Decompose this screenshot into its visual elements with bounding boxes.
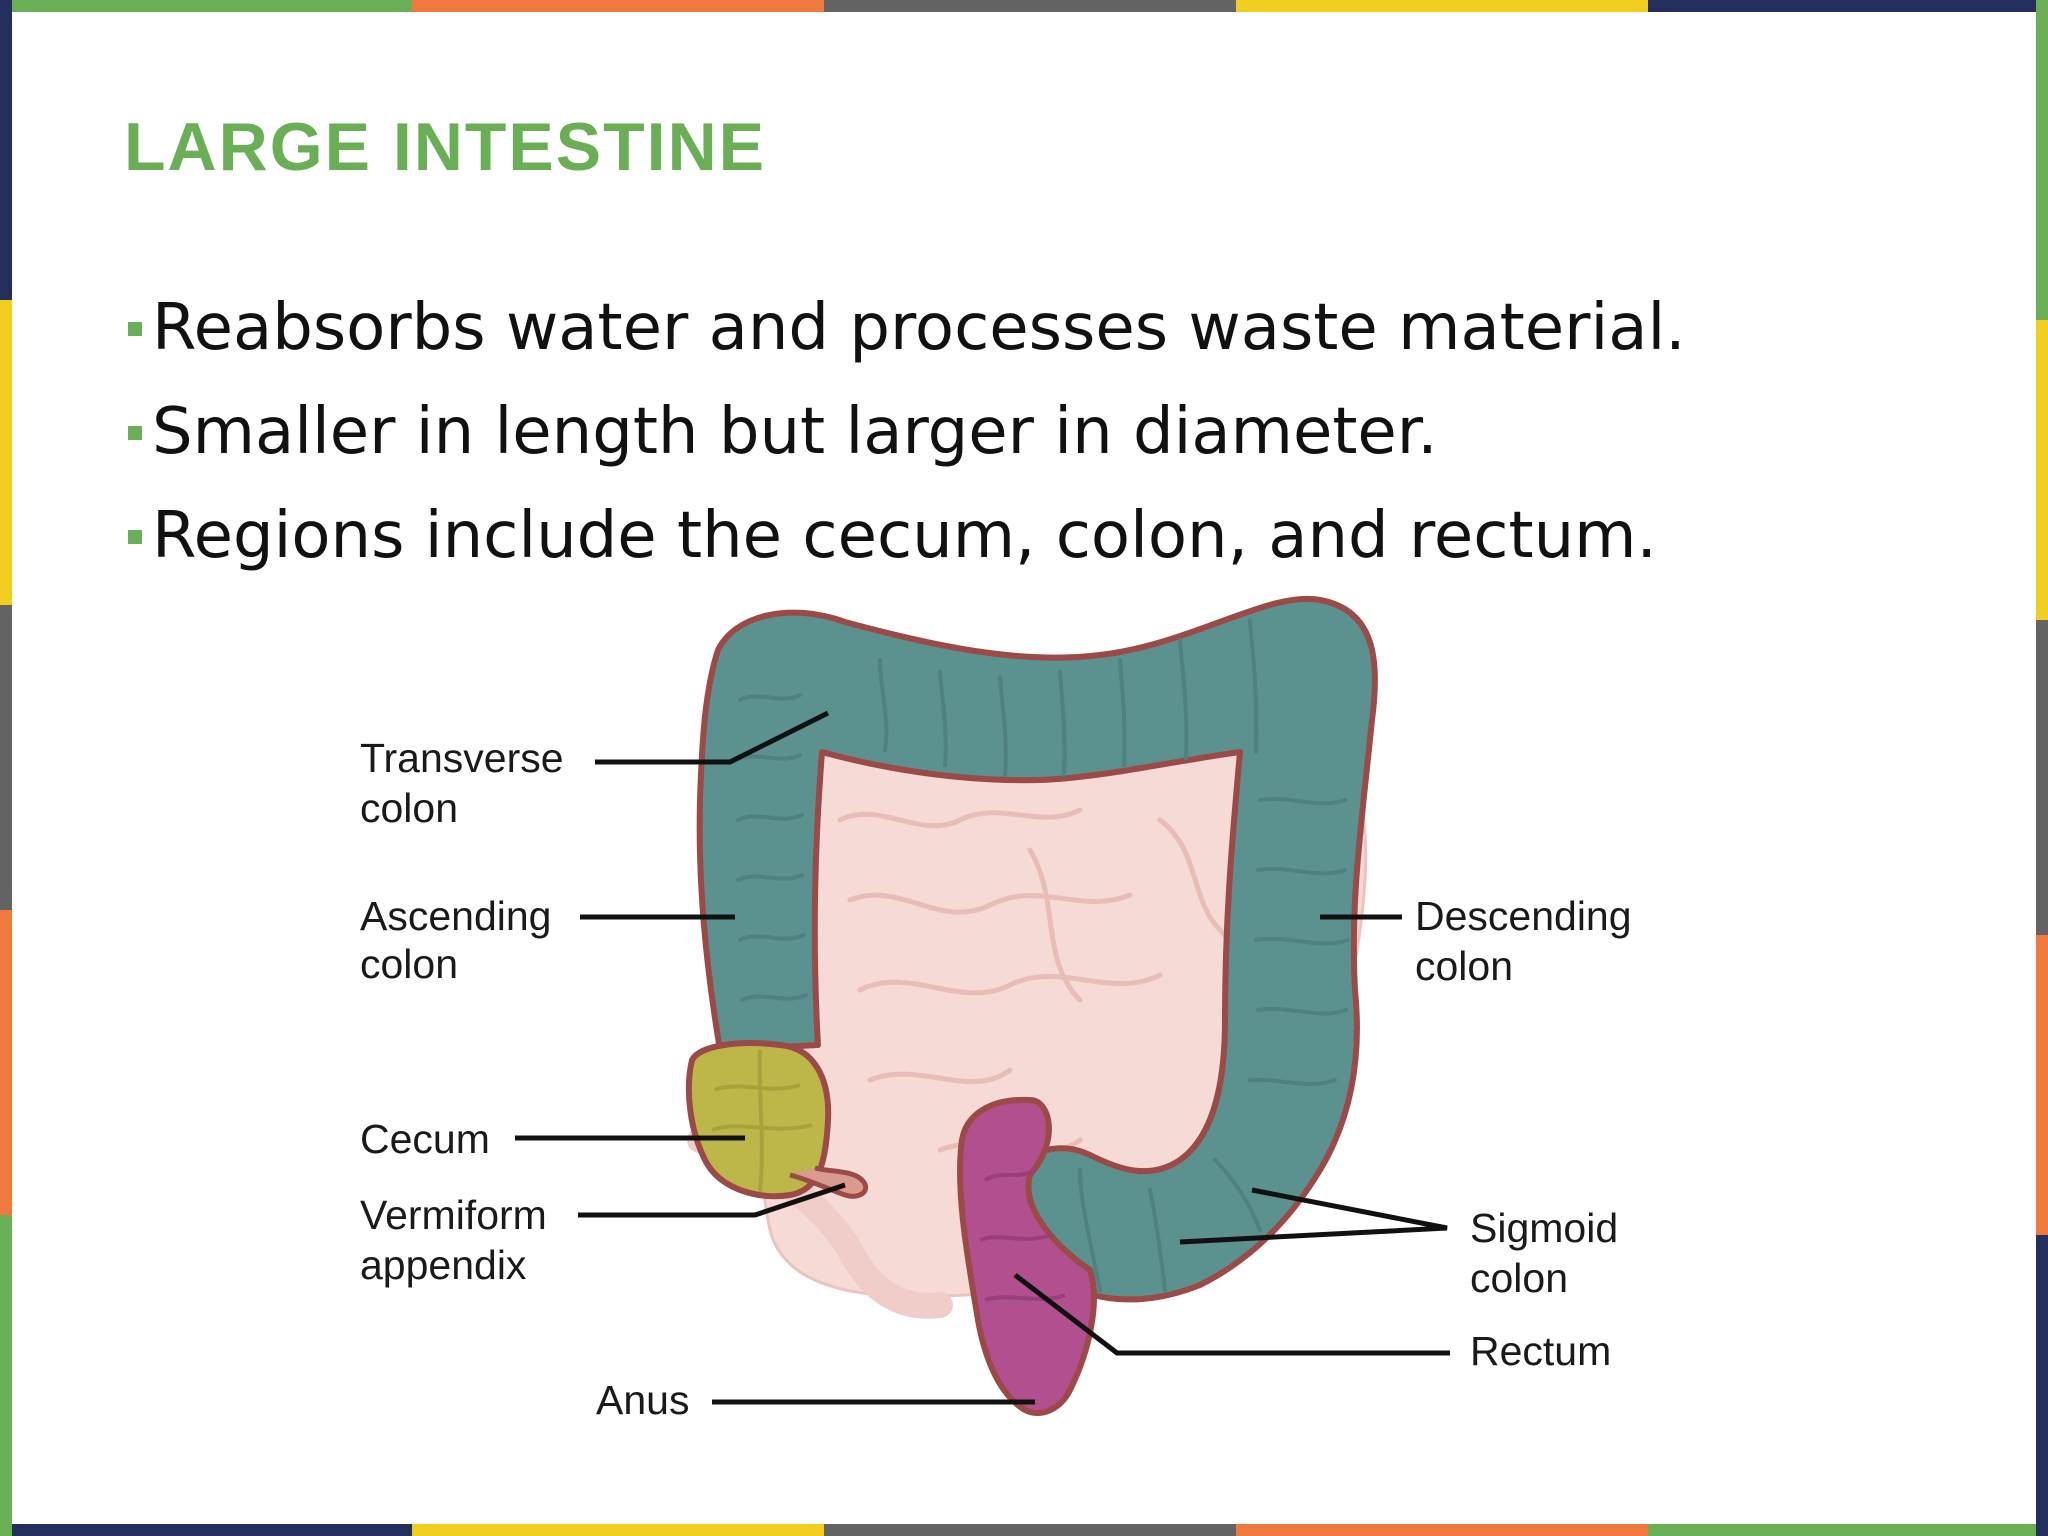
frame-segment bbox=[412, 1524, 824, 1536]
frame-segment bbox=[0, 1215, 12, 1536]
frame-segment bbox=[1236, 1524, 1648, 1536]
frame-segment bbox=[0, 1524, 412, 1536]
frame-segment bbox=[1236, 0, 1648, 12]
frame-segment bbox=[824, 1524, 1236, 1536]
leader-lines bbox=[515, 710, 1450, 1405]
frame-segment bbox=[0, 605, 12, 910]
bullet-item: Regions include the cecum, colon, and re… bbox=[124, 492, 1686, 596]
bullet-item: Smaller in length but larger in diameter… bbox=[124, 388, 1686, 492]
frame-segment bbox=[2036, 620, 2048, 935]
rectum-illustration bbox=[957, 1096, 1097, 1417]
bullet-square-icon bbox=[128, 426, 142, 440]
frame-segment bbox=[0, 0, 412, 12]
bullet-text: Smaller in length but larger in diameter… bbox=[152, 395, 1438, 469]
frame-segment bbox=[2036, 935, 2048, 1235]
bullet-square-icon bbox=[128, 530, 142, 544]
bullet-item: Reabsorbs water and processes waste mate… bbox=[124, 284, 1686, 388]
label-rectum: Rectum bbox=[1470, 1328, 1611, 1374]
frame-segment bbox=[1648, 0, 2048, 12]
right-frame-bar bbox=[2036, 0, 2048, 1536]
bullet-text: Regions include the cecum, colon, and re… bbox=[152, 499, 1657, 573]
frame-segment bbox=[0, 300, 12, 605]
label-anus: Anus bbox=[596, 1377, 689, 1423]
label-cecum: Cecum bbox=[360, 1116, 490, 1162]
leader-line bbox=[578, 1182, 846, 1218]
frame-segment bbox=[2036, 0, 2048, 320]
appendix-illustration bbox=[789, 1165, 869, 1199]
leader-line bbox=[1013, 1273, 1450, 1356]
bullet-text: Reabsorbs water and processes waste mate… bbox=[152, 291, 1686, 365]
bullet-list: Reabsorbs water and processes waste mate… bbox=[124, 284, 1686, 596]
left-frame-bar bbox=[0, 0, 12, 1536]
frame-segment bbox=[1648, 1524, 2048, 1536]
frame-segment bbox=[0, 910, 12, 1215]
frame-segment bbox=[0, 0, 12, 300]
frame-segment bbox=[412, 0, 824, 12]
leader-line bbox=[1179, 1187, 1448, 1245]
slide-title: LARGE INTESTINE bbox=[124, 109, 767, 185]
frame-segment bbox=[2036, 1235, 2048, 1536]
bullet-square-icon bbox=[128, 322, 142, 336]
leader-line bbox=[595, 710, 830, 765]
bottom-frame-bar bbox=[0, 1524, 2048, 1536]
frame-segment bbox=[2036, 320, 2048, 620]
frame-segment bbox=[824, 0, 1236, 12]
top-frame-bar bbox=[0, 0, 2048, 12]
